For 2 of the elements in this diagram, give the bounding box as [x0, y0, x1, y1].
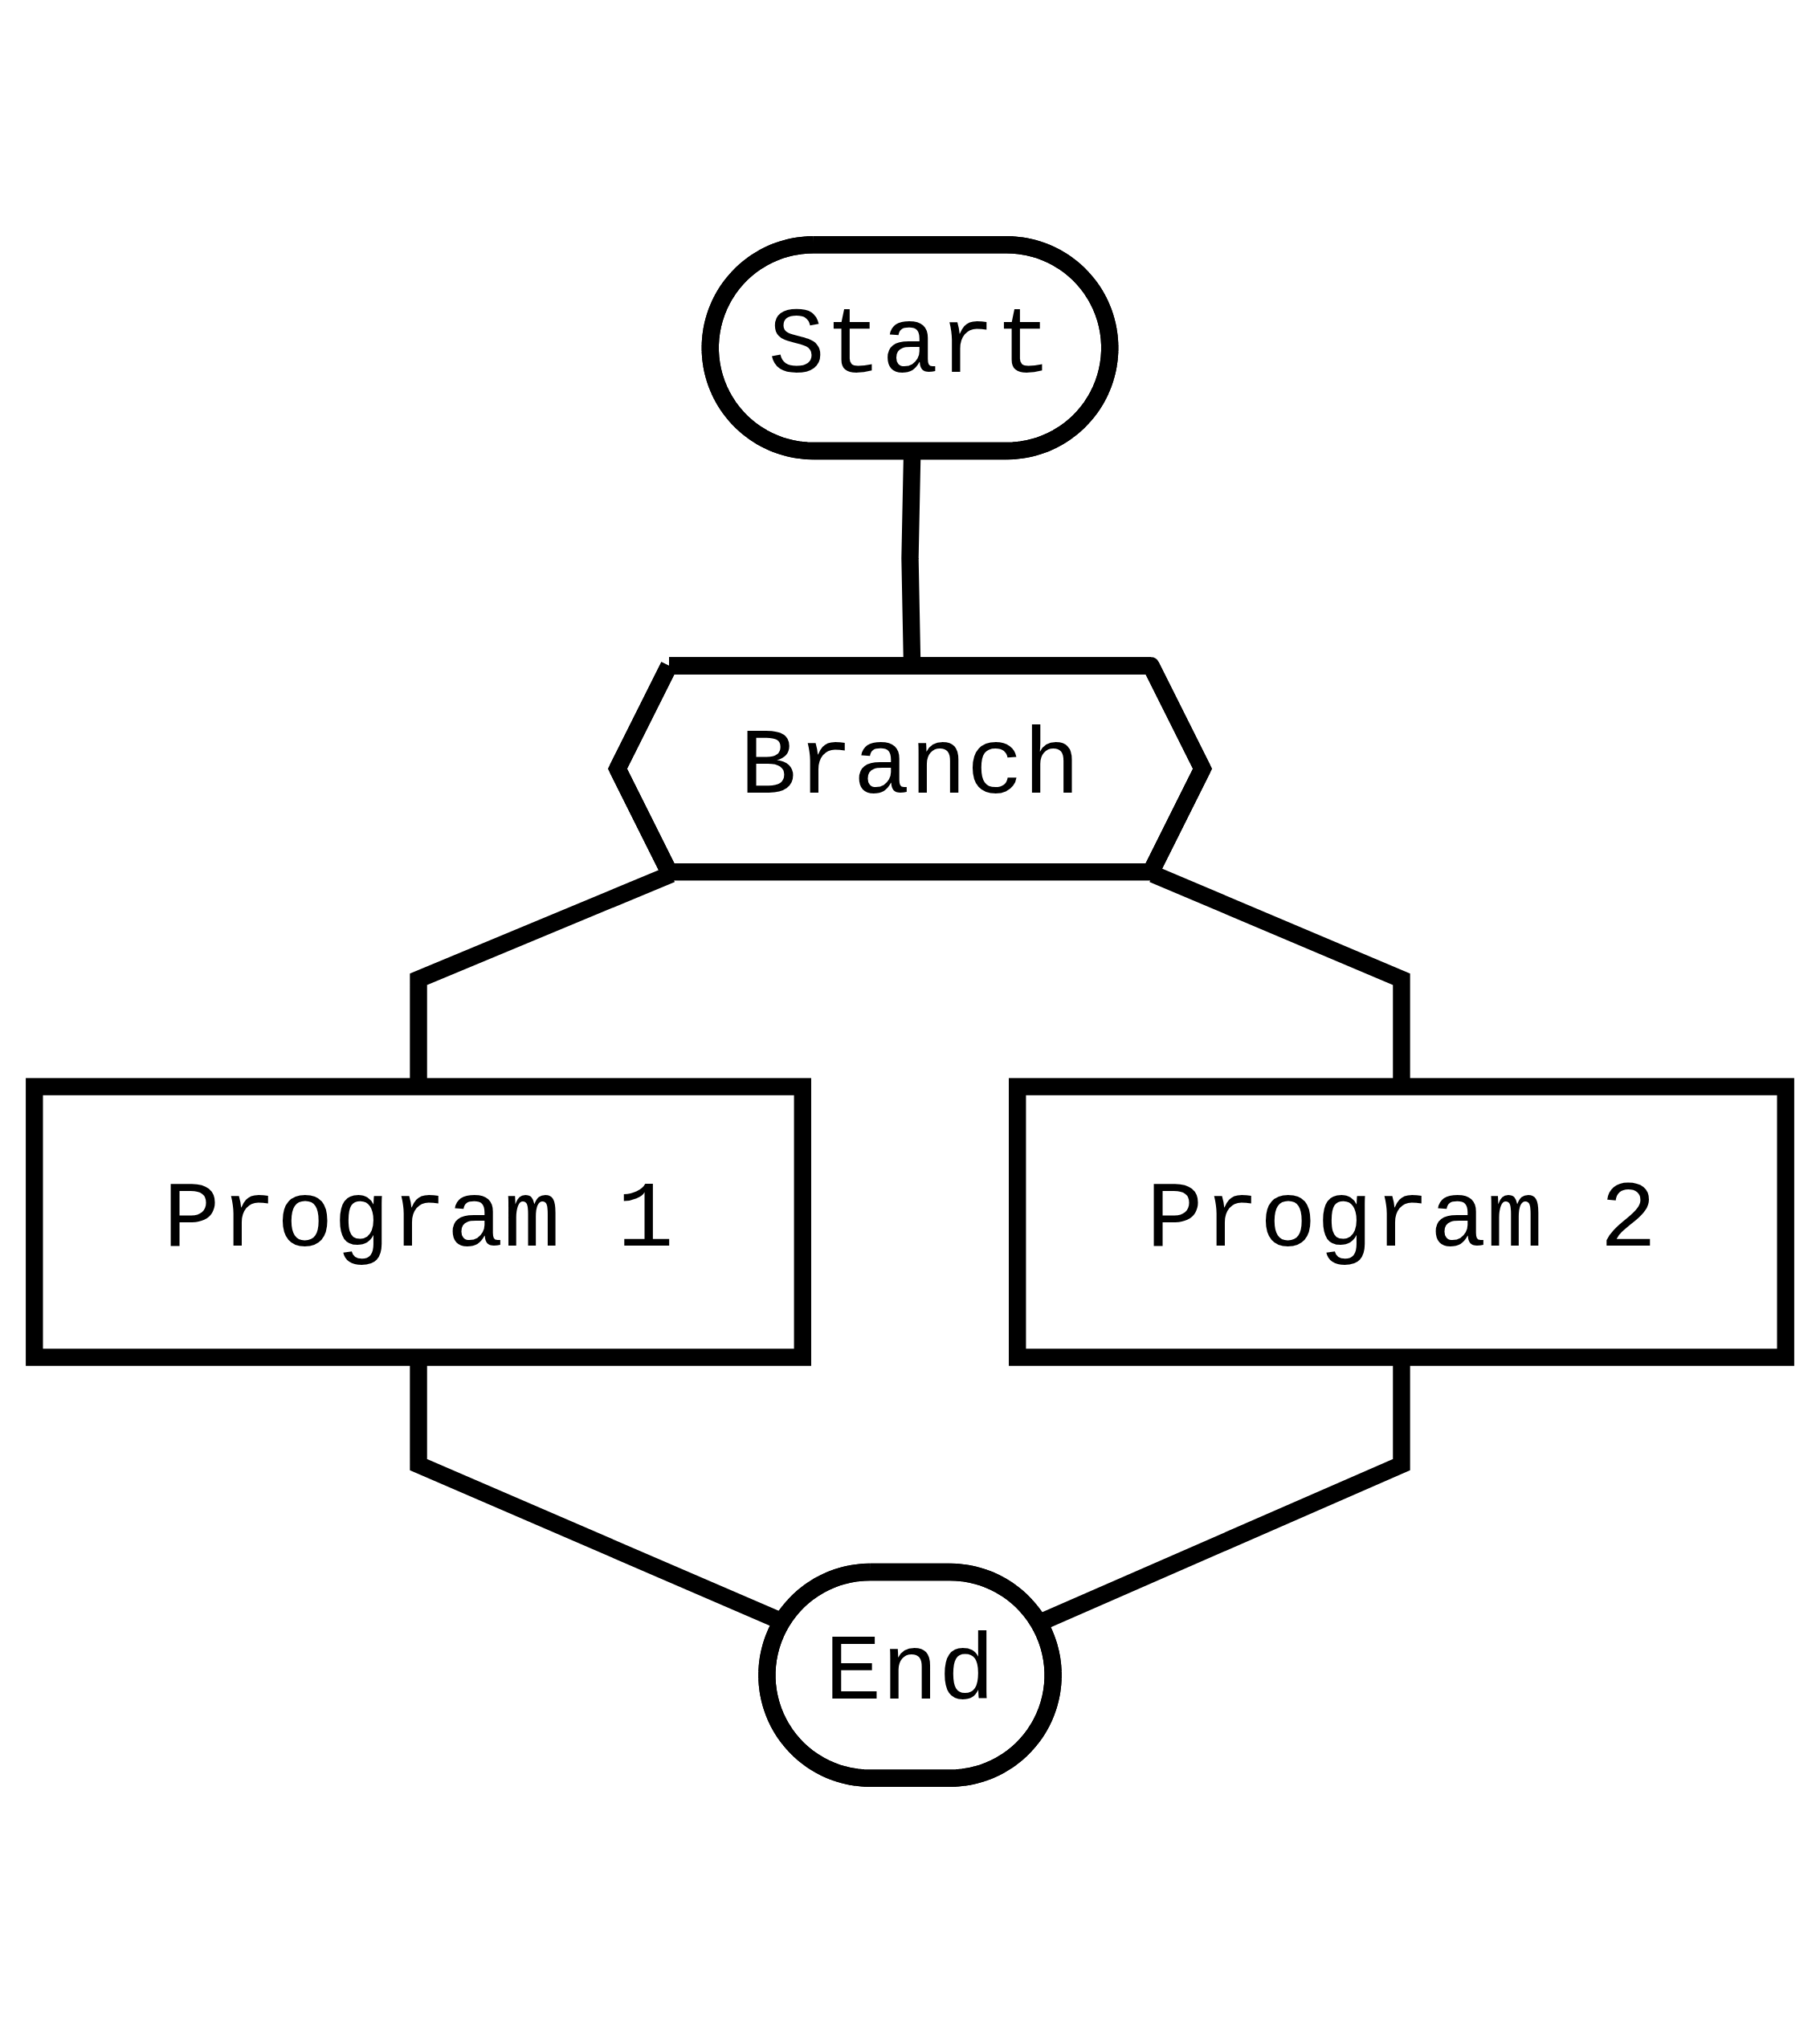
node-box: Program 1 [26, 1078, 811, 1366]
node-box: Program 2 [1009, 1078, 1794, 1366]
